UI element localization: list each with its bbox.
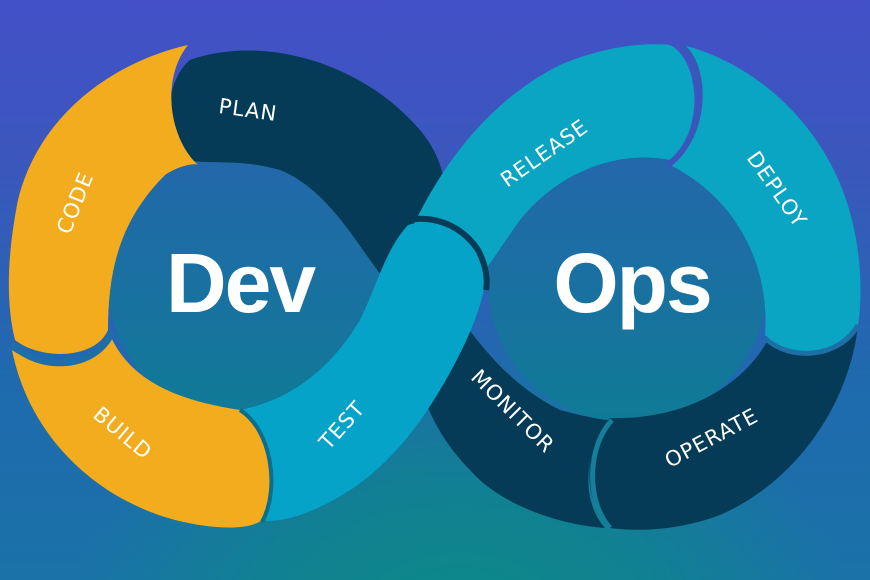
test-crossing-outline bbox=[378, 215, 490, 291]
stage-deploy-segment bbox=[670, 45, 861, 352]
stage-release-segment bbox=[395, 44, 695, 291]
ops-title: Ops bbox=[553, 236, 710, 330]
dev-inner-circle bbox=[108, 142, 388, 422]
ops-inner-circle bbox=[488, 142, 768, 422]
dev-title: Dev bbox=[166, 236, 316, 330]
stage-operate-segment bbox=[589, 325, 858, 530]
stage-build-segment bbox=[12, 335, 270, 528]
build-test-divider bbox=[238, 408, 274, 523]
monitor-operate-divider bbox=[590, 418, 614, 530]
deploy-operate-divider bbox=[763, 323, 861, 356]
release-deploy-divider bbox=[666, 42, 703, 168]
stage-plan-segment bbox=[169, 50, 445, 280]
stage-code-segment bbox=[8, 45, 199, 354]
stage-test-segment bbox=[240, 221, 486, 521]
code-build-divider bbox=[9, 331, 115, 367]
